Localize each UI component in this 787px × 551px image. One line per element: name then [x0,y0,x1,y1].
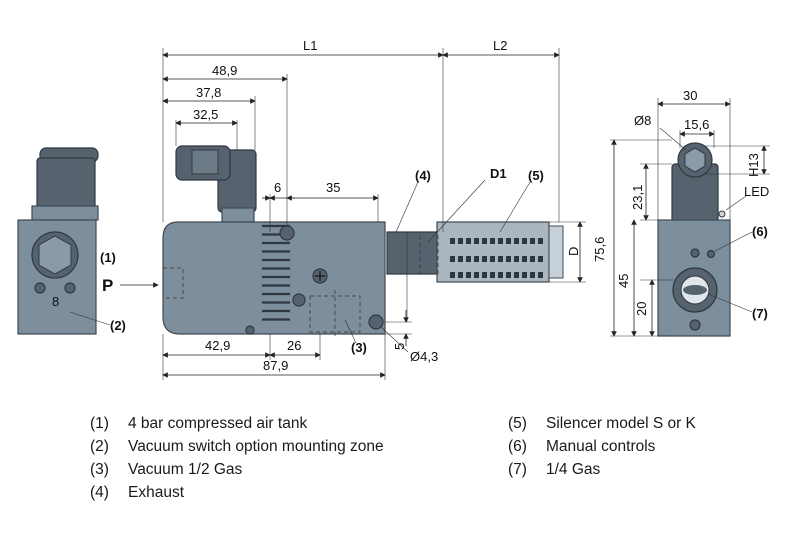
pressure-port-label: P [102,276,113,295]
silencer-slot [474,256,479,262]
callout-3: (3) [351,340,367,355]
silencer-slot [450,272,455,278]
dim-75-6: 75,6 [592,237,607,262]
silencer-slot [538,256,543,262]
led-label: LED [744,184,769,199]
silencer-slot [450,238,455,244]
coil-base [31,205,99,221]
silencer-slot [474,238,479,244]
dim-L1: L1 [303,38,317,53]
dim-20: 20 [634,302,649,316]
dim-37-8: 37,8 [196,85,221,100]
dim-42-9: 42,9 [205,338,230,353]
dim-30: 30 [683,88,697,103]
silencer-slot [538,272,543,278]
silencer-slot [482,238,487,244]
silencer-slot [506,256,511,262]
dim-26: 26 [287,338,301,353]
silencer-slot [466,256,471,262]
silencer-slot [522,238,527,244]
dim-H13: H13 [746,153,761,177]
silencer-slot [514,256,519,262]
silencer-slot [458,256,463,262]
silencer-slot [530,256,535,262]
silencer-slot [482,256,487,262]
coil-body [36,157,96,209]
silencer-slot [458,238,463,244]
dim-87-9: 87,9 [263,358,288,373]
silencer-slot [530,272,535,278]
callout-4: (4) [415,168,431,183]
dim-45: 45 [616,274,631,288]
label-D1: D1 [490,166,507,181]
dim-23-1: 23,1 [630,185,645,210]
exhaust-tube [386,231,438,275]
silencer-slot [514,238,519,244]
silencer-slot [482,272,487,278]
silencer-slot [522,272,527,278]
silencer-slot [458,272,463,278]
dim-5: 5 [392,343,407,350]
dim-L2: L2 [493,38,507,53]
silencer-slot [522,256,527,262]
silencer-slot [450,256,455,262]
silencer-slot [466,238,471,244]
silencer-slot [490,256,495,262]
front-view [162,145,564,338]
silencer-slot [514,272,519,278]
silencer-slot [530,238,535,244]
dim-48-9: 48,9 [212,63,237,78]
silencer-slot [498,256,503,262]
dim-35: 35 [326,180,340,195]
silencer-slot [498,238,503,244]
silencer-slot [506,272,511,278]
led-indicator [718,210,726,218]
bolt-lower [292,293,306,307]
callout-5: (5) [528,168,544,183]
dim-6: 6 [274,180,281,195]
dim-D: D [566,247,581,256]
end-view [657,142,731,337]
silencer-slot [506,238,511,244]
callout-2: (2) [110,318,126,333]
left-side-view: 8 [17,147,111,335]
manual-control [706,249,716,259]
silencer-slot [466,272,471,278]
callout-1: (1) [100,250,116,265]
side-mark: 8 [52,294,59,309]
mount-hole [368,314,384,330]
silencer-slot [538,238,543,244]
dim-15-6: 15,6 [684,117,709,132]
callout-6: (6) [752,224,768,239]
callout-7: (7) [752,306,768,321]
silencer-slot [490,272,495,278]
silencer-slot [474,272,479,278]
silencer-slot [490,238,495,244]
end-view-dimensions [610,98,770,337]
silencer-end-cap [548,225,564,279]
bolt-top [279,225,295,241]
dim-hole-diameter: Ø4,3 [410,349,438,364]
silencer-slot [498,272,503,278]
dimension-lines [162,48,586,380]
dim-diameter-8: Ø8 [634,113,651,128]
dim-32-5: 32,5 [193,107,218,122]
vacuum-port-hidden [309,295,361,333]
